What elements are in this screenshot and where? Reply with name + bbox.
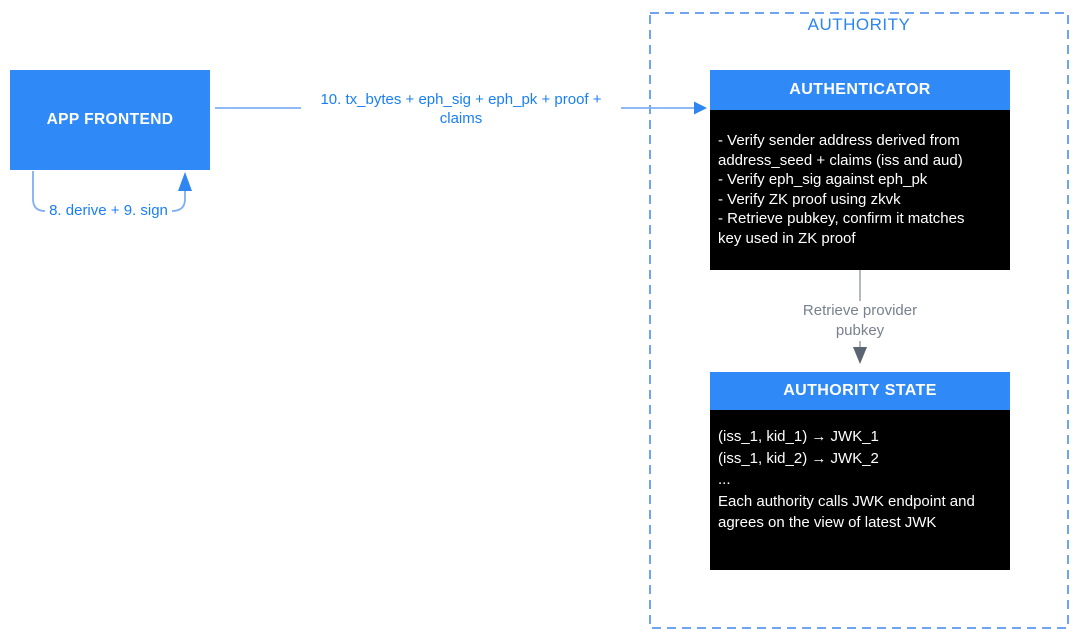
- retrieve-arrow-label: Retrieve provider pubkey: [780, 301, 940, 341]
- retrieve-arrow-head-icon: [853, 347, 867, 364]
- loop-arrow-label: 8. derive + 9. sign: [45, 202, 172, 220]
- authority-dashed-border: [649, 12, 1069, 629]
- app-frontend-node: APP FRONTEND: [10, 70, 210, 170]
- authority-state-header: AUTHORITY STATE: [710, 372, 1010, 410]
- app-frontend-label: APP FRONTEND: [46, 111, 174, 128]
- main-arrow-label: 10. tx_bytes + eph_sig + eph_pk + proof …: [301, 90, 621, 128]
- authenticator-title: AUTHENTICATOR: [789, 81, 931, 98]
- loop-arrow-head-icon: [178, 172, 192, 191]
- authority-state-body: (iss_1, kid_1) → JWK_1 (iss_1, kid_2) → …: [710, 410, 1010, 570]
- main-arrow-head-icon: [694, 101, 707, 115]
- authority-state-title: AUTHORITY STATE: [783, 382, 937, 399]
- authenticator-body: - Verify sender address derived from add…: [710, 110, 1010, 270]
- authenticator-header: AUTHENTICATOR: [710, 70, 1010, 110]
- authority-container-title: AUTHORITY: [807, 15, 911, 34]
